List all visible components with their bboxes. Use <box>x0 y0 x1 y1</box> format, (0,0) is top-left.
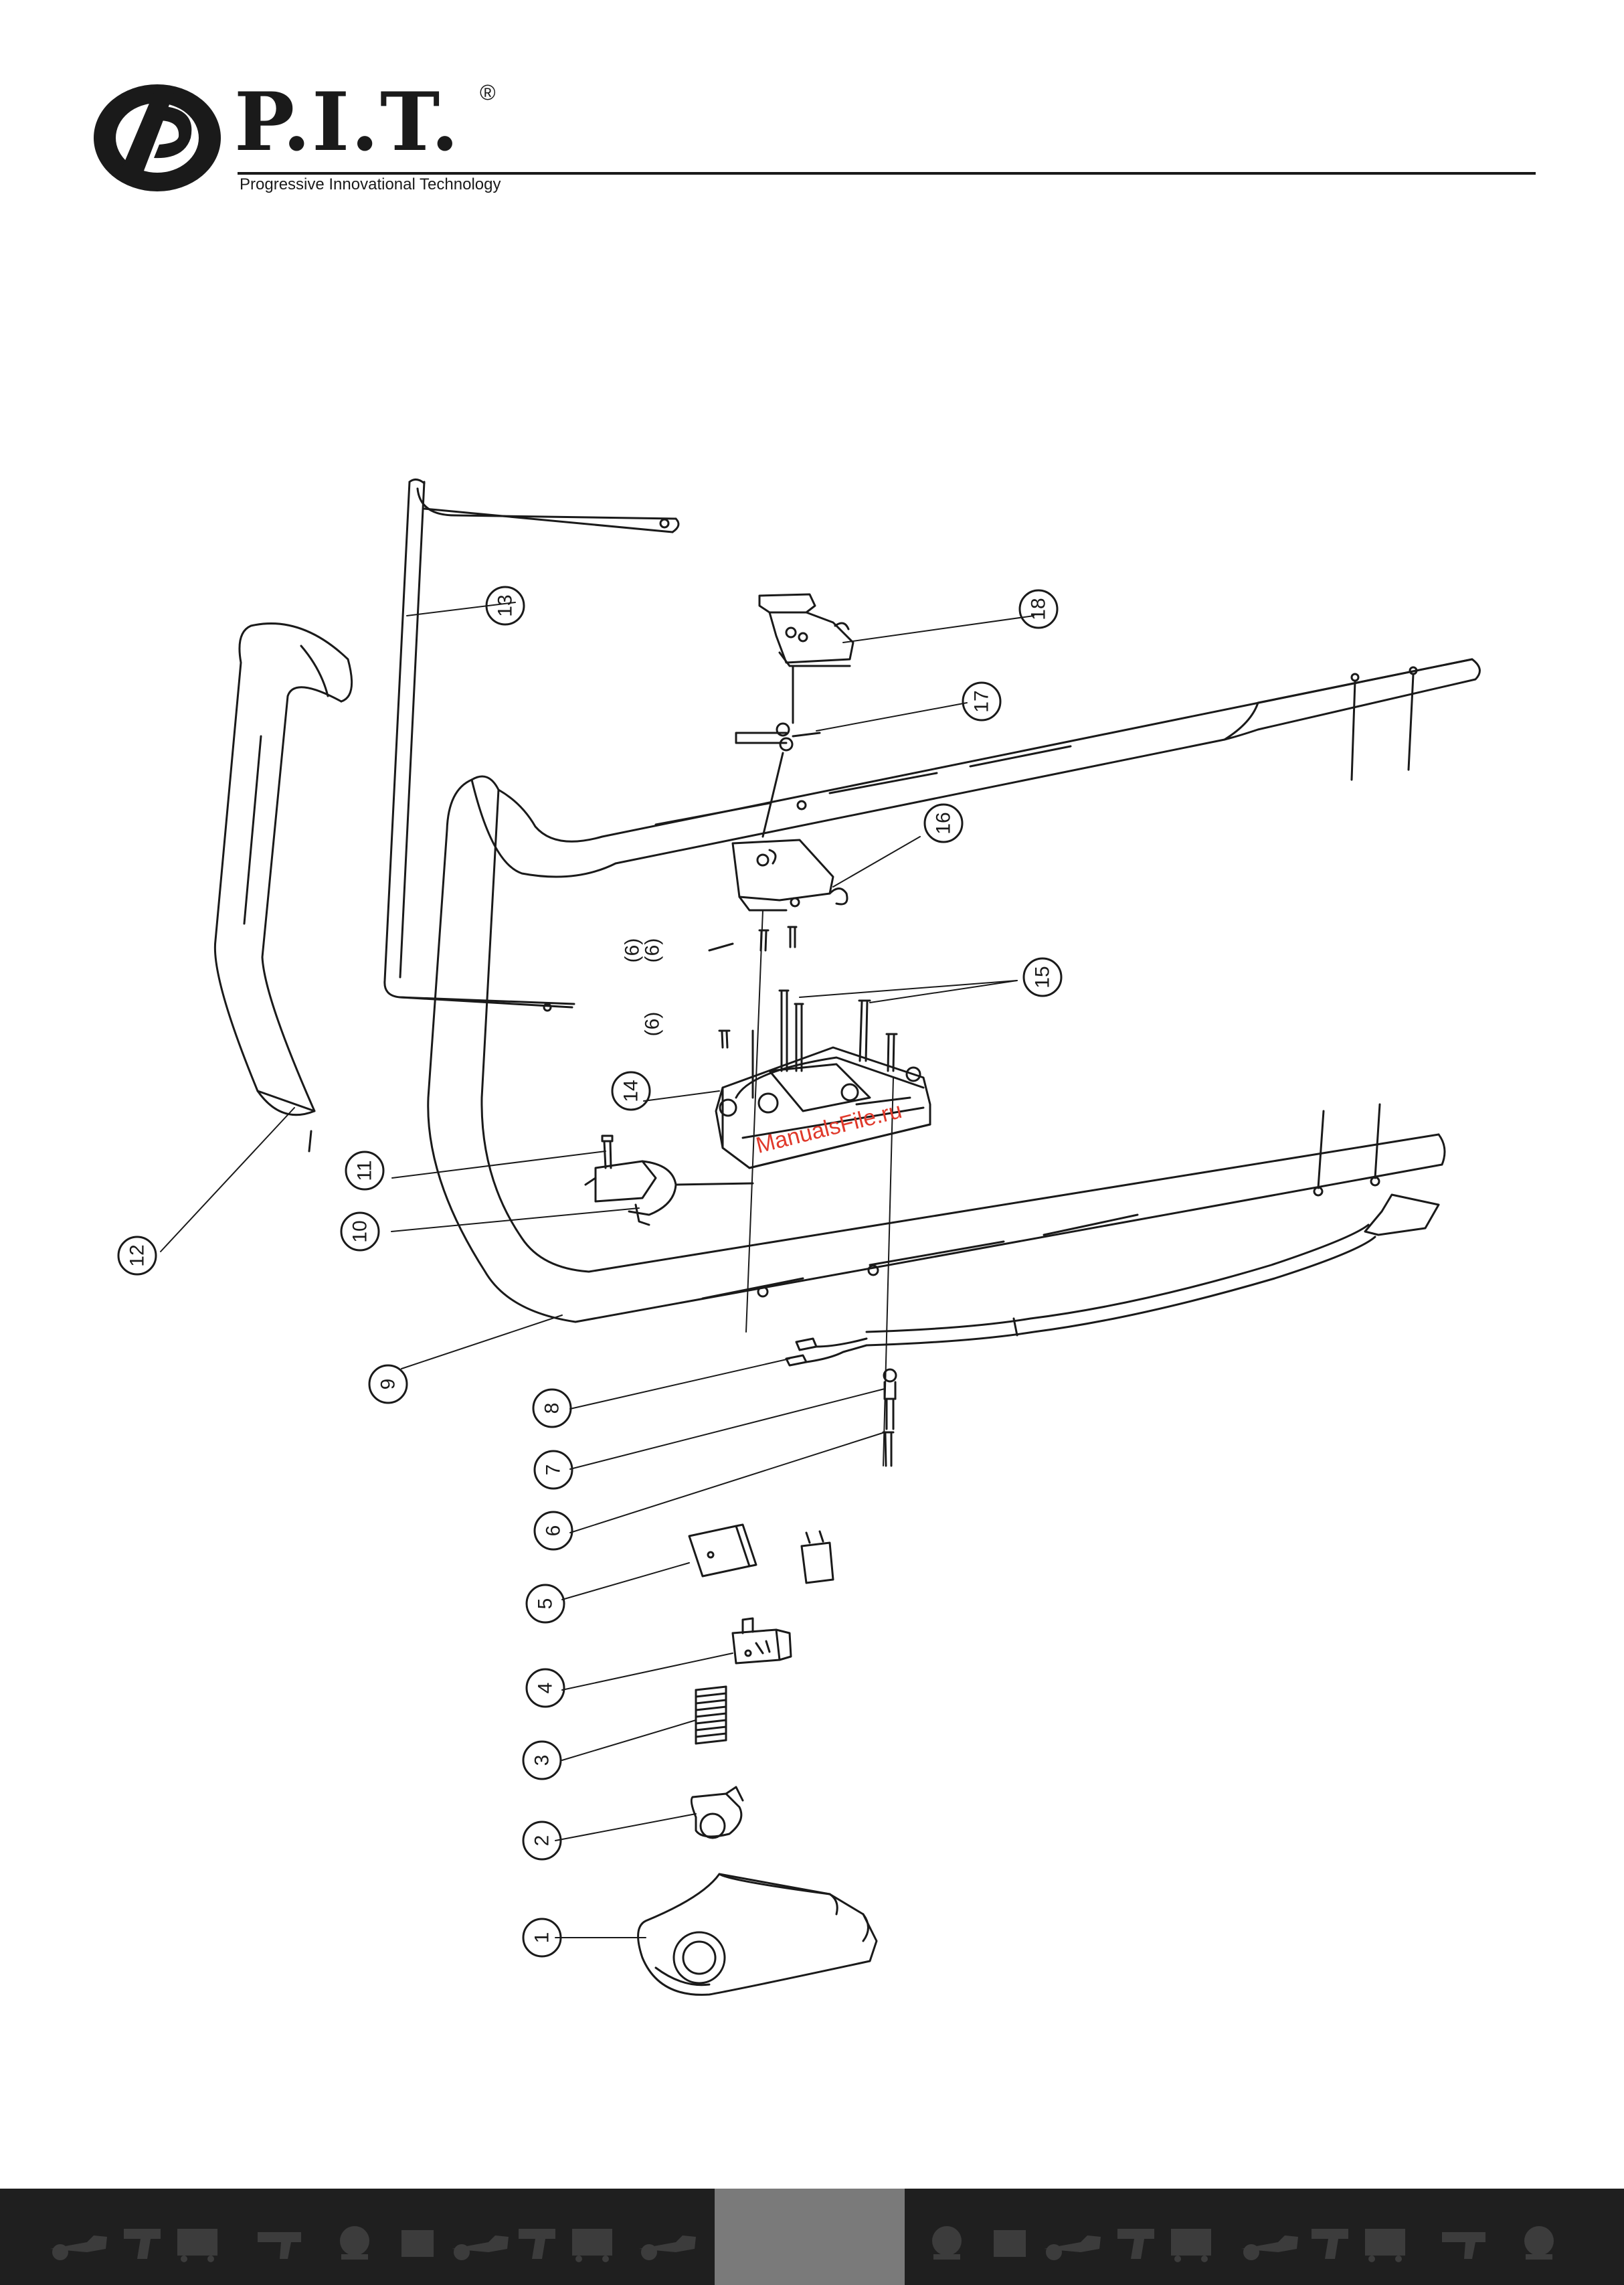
welder-icon <box>395 2222 442 2262</box>
generator-icon <box>171 2222 231 2262</box>
drill-icon <box>120 2222 174 2262</box>
mixer-icon <box>328 2222 381 2262</box>
part-12-grip <box>215 624 351 1151</box>
part-13-rod <box>385 479 679 1011</box>
callout-15: 15 <box>1032 966 1054 988</box>
footer-center-panel <box>715 2189 905 2285</box>
grinder-icon-5 <box>1238 2222 1305 2262</box>
part-1-cover <box>638 1874 877 1995</box>
part-10-clamp <box>585 1161 753 1225</box>
exploded-parts-diagram: 1 2 3 4 5 6 7 8 9 10 11 12 13 14 15 16 1… <box>0 0 1624 2189</box>
callout-5: 5 <box>535 1598 557 1610</box>
callout-14: 14 <box>620 1080 642 1102</box>
part-17-spring <box>736 724 820 750</box>
callout-1: 1 <box>531 1932 553 1944</box>
part-18-trigger <box>759 594 853 666</box>
callout-18: 18 <box>1028 598 1050 620</box>
callout-9: 9 <box>377 1379 399 1390</box>
callout-2: 2 <box>531 1835 553 1847</box>
part-15-screws <box>719 991 897 1098</box>
hammer-drill-icon <box>254 2222 314 2262</box>
part-3-spring <box>696 1687 726 1744</box>
grinder-icon <box>47 2222 114 2262</box>
callout-17: 17 <box>971 690 993 712</box>
callout-4: 4 <box>535 1683 557 1694</box>
bracket-label-3: (6) <box>642 1012 664 1037</box>
bracket-label-2: (6) <box>642 938 664 963</box>
part-4-switch <box>733 1618 791 1663</box>
callout-3: 3 <box>531 1755 553 1766</box>
part-16-bracket <box>709 840 847 950</box>
callout-16: 16 <box>933 812 955 834</box>
grinder-icon-2 <box>448 2222 515 2262</box>
callout-12: 12 <box>126 1244 149 1266</box>
part-5-plate <box>689 1525 833 1583</box>
callout-6: 6 <box>543 1525 565 1537</box>
hammer-drill-icon-2 <box>1439 2222 1499 2262</box>
part-2-bushing <box>691 1787 743 1838</box>
grinder-icon-4 <box>1041 2222 1107 2262</box>
part-8-terminals <box>786 1339 867 1365</box>
generator-icon-3 <box>1164 2222 1225 2262</box>
drill-icon-4 <box>1308 2222 1362 2262</box>
drill-icon-3 <box>1114 2222 1168 2262</box>
part-9-handle <box>428 659 1480 1345</box>
mixer-icon-3 <box>1512 2222 1566 2262</box>
callout-7: 7 <box>543 1464 565 1476</box>
welder-icon-2 <box>987 2222 1034 2262</box>
grinder-icon-3 <box>636 2222 703 2262</box>
drill-icon-2 <box>515 2222 569 2262</box>
footer-bar <box>0 2189 1624 2285</box>
bracket-label-1: (6) <box>622 938 644 963</box>
callout-10: 10 <box>349 1220 371 1242</box>
callout-13: 13 <box>494 594 517 616</box>
callout-11: 11 <box>354 1160 376 1181</box>
mixer-icon-2 <box>920 2222 974 2262</box>
callout-8: 8 <box>541 1403 563 1414</box>
generator-icon-2 <box>565 2222 626 2262</box>
generator-icon-4 <box>1358 2222 1419 2262</box>
